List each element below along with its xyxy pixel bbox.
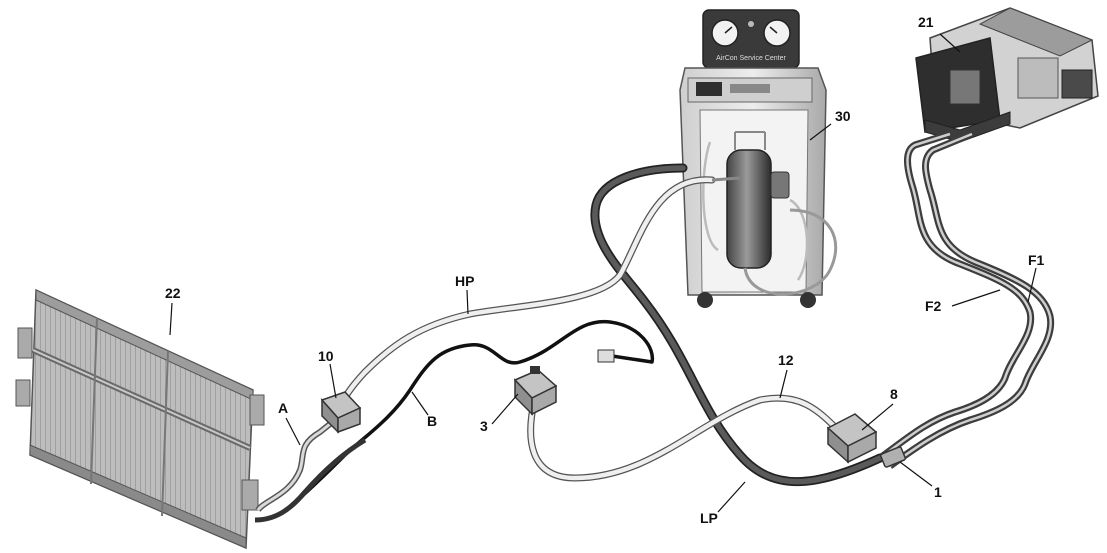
label-hp: HP: [455, 273, 475, 289]
label-8: 8: [890, 386, 898, 402]
line-f2: [877, 130, 1035, 461]
line-f1: [887, 130, 1055, 469]
coupling-1: [880, 446, 906, 468]
machine-panel-text: AirCon Service Center: [716, 55, 786, 62]
pipe-a: [254, 417, 367, 523]
label-f2: F2: [925, 298, 942, 314]
label-12: 12: [778, 352, 794, 368]
label-10: 10: [318, 348, 334, 364]
component-8: [826, 413, 878, 464]
hose-hp: [334, 176, 741, 416]
leader-lines: [169, 33, 1037, 513]
label-lp: LP: [700, 510, 718, 526]
label-a: A: [278, 400, 289, 416]
label-3: 3: [480, 418, 488, 434]
label-1: 1: [934, 484, 942, 500]
label-b: B: [427, 413, 438, 429]
condenser-22: [15, 288, 265, 550]
ac-service-machine-30: AirCon Service Center: [679, 9, 827, 308]
label-f1: F1: [1028, 252, 1045, 268]
component-3: [513, 366, 558, 416]
hvac-module-21: [915, 7, 1099, 143]
hose-lp: [590, 163, 885, 487]
label-21: 21: [918, 14, 934, 30]
hose-12: [527, 394, 844, 482]
component-10: [320, 391, 362, 434]
machine-return-hose: [743, 208, 838, 296]
label-22: 22: [165, 285, 181, 301]
label-30: 30: [835, 108, 851, 124]
